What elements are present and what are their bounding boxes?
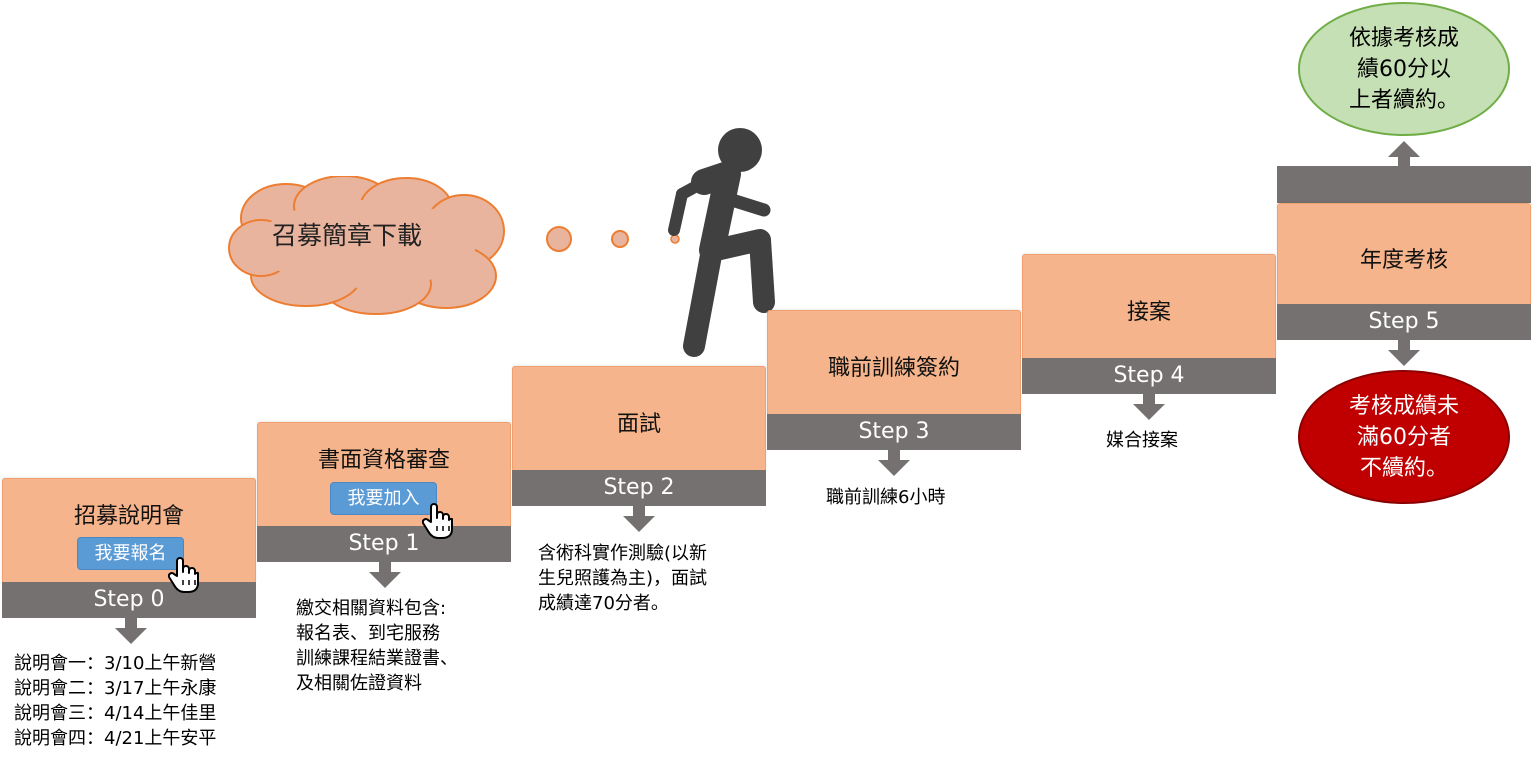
- pass-line: 依據考核成: [1348, 25, 1459, 51]
- desc-line: 說明會三：4/14上午佳里: [14, 703, 217, 724]
- step-5-top-band: [1277, 166, 1531, 203]
- step-2-band: Step 2: [512, 470, 766, 506]
- step-4-down-arrow: [1133, 394, 1165, 420]
- pass-line: 績60分以: [1356, 56, 1451, 82]
- step-3: 職前訓練簽約 Step 3: [767, 310, 1021, 450]
- desc-line: 說明會四：4/21上午安平: [14, 728, 217, 749]
- fail-outcome: 考核成績未 滿60分者 不續約。: [1298, 370, 1510, 504]
- pass-line: 上者續約。: [1348, 87, 1459, 113]
- desc-line: 繳交相關資料包含:: [296, 598, 447, 619]
- step-3-title: 職前訓練簽約: [827, 356, 960, 381]
- desc-line: 說明會一：3/10上午新營: [14, 653, 217, 674]
- fail-line: 考核成績未: [1348, 393, 1459, 419]
- step-3-description: 職前訓練6小時: [826, 485, 945, 510]
- desc-line: 職前訓練6小時: [826, 487, 946, 508]
- step-5-down-arrow: [1388, 340, 1420, 366]
- step-5-band: Step 5: [1277, 304, 1531, 340]
- step-0-title: 招募說明會: [73, 504, 184, 529]
- step-2-description: 含術科實作測驗(以新 生兒照護為主)，面試 成績達70分者。: [538, 541, 707, 616]
- step-1-band: Step 1: [257, 526, 511, 562]
- desc-line: 含術科實作測驗(以新: [538, 543, 708, 564]
- desc-line: 及相關佐證資料: [296, 673, 422, 694]
- step-2: 面試 Step 2: [512, 366, 766, 506]
- desc-line: 媒合接案: [1106, 430, 1178, 451]
- step-4-band: Step 4: [1022, 358, 1276, 394]
- desc-line: 成績達70分者。: [538, 593, 669, 614]
- desc-line: 報名表、到宅服務: [296, 623, 440, 644]
- step-4-description: 媒合接案: [1106, 428, 1178, 453]
- pointer-hand-icon: [168, 557, 199, 593]
- step-2-title: 面試: [616, 412, 661, 437]
- walking-person-icon: [668, 128, 775, 357]
- step-2-down-arrow: [623, 506, 655, 532]
- step-3-band: Step 3: [767, 414, 1021, 450]
- desc-line: 訓練課程結業證書、: [296, 648, 458, 669]
- step-1-description: 繳交相關資料包含: 報名表、到宅服務 訓練課程結業證書、 及相關佐證資料: [296, 596, 458, 696]
- step-4-title: 接案: [1126, 300, 1171, 325]
- register-button[interactable]: 我要報名: [77, 537, 184, 570]
- step-1-down-arrow: [369, 562, 401, 588]
- step-1-title: 書面資格審查: [317, 448, 450, 473]
- step-4: 接案 Step 4: [1022, 254, 1276, 394]
- desc-line: 生兒照護為主)，面試: [538, 568, 708, 589]
- step-5-title: 年度考核: [1359, 248, 1448, 273]
- step-3-down-arrow: [878, 450, 910, 476]
- step-0-down-arrow: [115, 618, 147, 644]
- pass-outcome: 依據考核成 績60分以 上者續約。: [1298, 2, 1510, 136]
- cloud-label[interactable]: 召募簡章下載: [272, 221, 423, 250]
- fail-line: 不續約。: [1359, 455, 1448, 481]
- step-0-band: Step 0: [2, 582, 256, 618]
- pointer-hand-icon: [422, 503, 453, 539]
- thought-cloud[interactable]: [226, 176, 508, 316]
- step-0-description: 說明會一：3/10上午新營 說明會二：3/17上午永康 說明會三：4/14上午佳…: [14, 651, 216, 751]
- fail-line: 滿60分者: [1356, 424, 1451, 450]
- thought-bubbles: [546, 226, 680, 252]
- desc-line: 說明會二：3/17上午永康: [14, 678, 217, 699]
- step-5-up-arrow: [1388, 141, 1420, 167]
- join-button[interactable]: 我要加入: [330, 482, 437, 515]
